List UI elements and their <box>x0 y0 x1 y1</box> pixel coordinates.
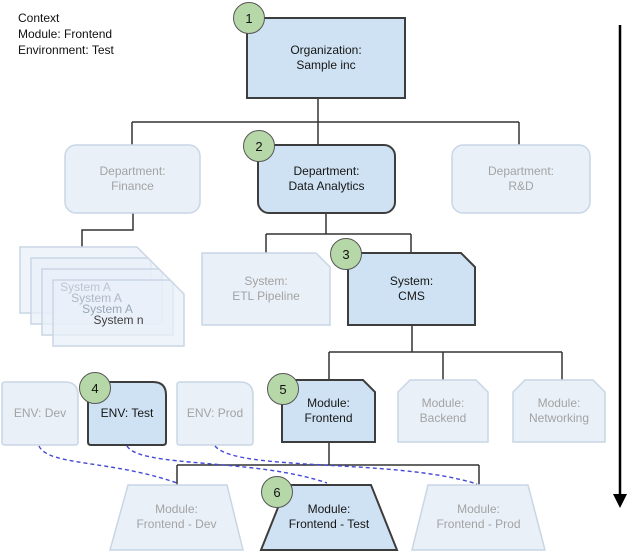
node-env-dev-label: ENV: Dev <box>13 406 67 420</box>
node-module-backend-shape <box>397 379 489 443</box>
connector-cms-modules <box>328 325 563 380</box>
connector-org-departments <box>131 98 520 145</box>
node-dept-finance-shape <box>64 144 201 214</box>
context-module: Module: Frontend <box>18 27 113 41</box>
link-envdev-instdev <box>38 445 178 484</box>
node-env-prod-shape <box>176 381 254 446</box>
step-badge-6: 6 <box>261 476 293 508</box>
link-envtest-insttest <box>126 445 328 484</box>
node-dept-finance-label: Department: Finance <box>99 164 166 193</box>
connector-frontend-instances <box>176 442 480 485</box>
node-instance-test-label: Module: Frontend - Test <box>288 502 370 531</box>
node-module-backend-label: Module: Backend <box>419 396 467 425</box>
node-module-frontend-label: Module: Frontend <box>304 396 353 425</box>
node-dept-analytics-shape <box>257 144 396 214</box>
context-annotation: Context Module: Frontend Environment: Te… <box>18 10 114 58</box>
step-badge-1: 1 <box>233 2 265 34</box>
node-env-prod-label: ENV: Prod <box>186 406 244 420</box>
context-title: Context <box>18 11 60 25</box>
node-organization-shape <box>246 17 406 99</box>
timeline-arrow-icon <box>613 25 627 508</box>
stack-label-4: System n <box>93 313 144 327</box>
node-system-stack-shape <box>19 246 185 347</box>
step-badge-4: 4 <box>79 372 111 404</box>
node-env-dev-shape <box>1 381 79 446</box>
connector-finance-systemstack <box>81 213 134 247</box>
node-instance-dev-label: Module: Frontend - Dev <box>136 502 217 531</box>
node-system-cms-label: System: CMS <box>389 274 434 303</box>
step-badge-2: 2 <box>243 130 275 162</box>
node-system-etl-shape <box>201 252 331 326</box>
node-dept-analytics-label: Department: Data Analytics <box>288 164 365 193</box>
context-environment: Environment: Test <box>18 43 114 57</box>
connector-analytics-systems <box>265 213 412 253</box>
node-module-networking-shape <box>512 379 606 443</box>
node-system-cms-shape <box>347 252 476 326</box>
node-organization-label: Organization: Sample inc <box>290 43 362 72</box>
node-dept-rd-label: Department: R&D <box>487 164 555 193</box>
stack-label-1: System A <box>60 280 111 294</box>
stack-card-4 <box>52 279 185 347</box>
node-instance-dev-shape <box>109 484 244 551</box>
node-instance-prod-label: Module: Frontend - Prod <box>436 502 521 531</box>
node-instance-prod-shape <box>411 484 546 551</box>
link-envprod-instprod <box>214 445 478 485</box>
node-system-etl-label: System: ETL Pipeline <box>232 274 300 303</box>
node-module-networking-label: Module: Networking <box>528 396 590 425</box>
env-instance-links <box>38 445 478 485</box>
tree-connectors <box>81 98 563 485</box>
stack-label-2: System A <box>71 291 122 305</box>
node-env-test-label: ENV: Test <box>100 406 154 420</box>
step-badge-3: 3 <box>330 238 362 270</box>
step-badge-5: 5 <box>267 373 299 405</box>
node-instance-test-shape <box>259 484 399 551</box>
node-dept-rd-shape <box>451 144 591 214</box>
stack-label-3: System A <box>82 302 133 316</box>
